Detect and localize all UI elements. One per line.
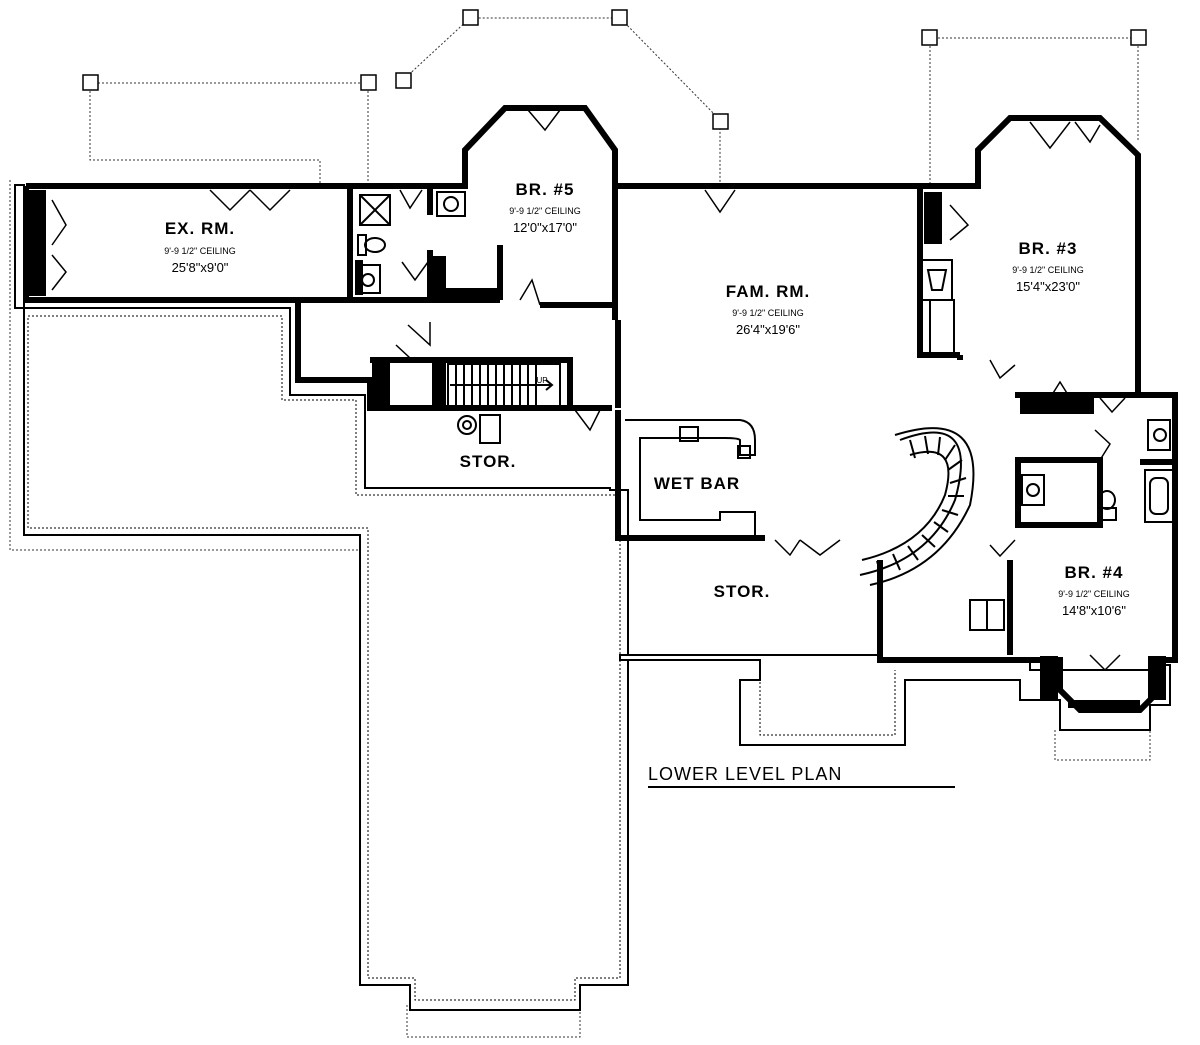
br4-ceiling: 9'-9 1/2" CEILING: [1058, 589, 1129, 599]
br3-name: BR. #3: [1019, 239, 1078, 258]
fireplace: [921, 259, 955, 356]
ex-room-ceiling: 9'-9 1/2" CEILING: [164, 246, 235, 256]
fam-room-name: FAM. RM.: [726, 282, 811, 301]
br5-ceiling: 9'-9 1/2" CEILING: [509, 206, 580, 216]
stor-left-name: STOR.: [460, 452, 517, 471]
stor-center-name: STOR.: [714, 582, 771, 601]
roof-corner-markers: [82, 9, 1147, 130]
straight-stair: [447, 363, 561, 407]
ex-room-size: 25'8"x9'0": [172, 260, 229, 275]
curved-stair: [859, 427, 975, 586]
doors: [51, 109, 1126, 672]
br4-size: 14'8"x10'6": [1062, 603, 1126, 618]
fam-room-size: 26'4"x19'6": [736, 322, 800, 337]
wet-bar-name: WET BAR: [654, 474, 740, 493]
br5-size: 12'0"x17'0": [513, 220, 577, 235]
interior-walls: [347, 186, 1175, 655]
br5-name: BR. #5: [516, 180, 575, 199]
stair-up-label: UP: [536, 376, 547, 385]
fam-room-ceiling: 9'-9 1/2" CEILING: [732, 308, 803, 318]
br4-name: BR. #4: [1065, 563, 1124, 582]
br3-ceiling: 9'-9 1/2" CEILING: [1012, 265, 1083, 275]
ex-room-name: EX. RM.: [165, 219, 235, 238]
br3-size: 15'4"x23'0": [1016, 279, 1080, 294]
mechanical-equipment: [457, 414, 1005, 631]
plan-title-block: LOWER LEVEL PLAN: [648, 764, 955, 788]
plan-title: LOWER LEVEL PLAN: [648, 764, 842, 784]
plumbing-fixtures: [357, 191, 1174, 523]
wet-bar-counter: [625, 419, 756, 538]
room-labels: EX. RM. 9'-9 1/2" CEILING 25'8"x9'0" BR.…: [164, 180, 1129, 618]
unexcavated-foundation: [14, 184, 1171, 1011]
